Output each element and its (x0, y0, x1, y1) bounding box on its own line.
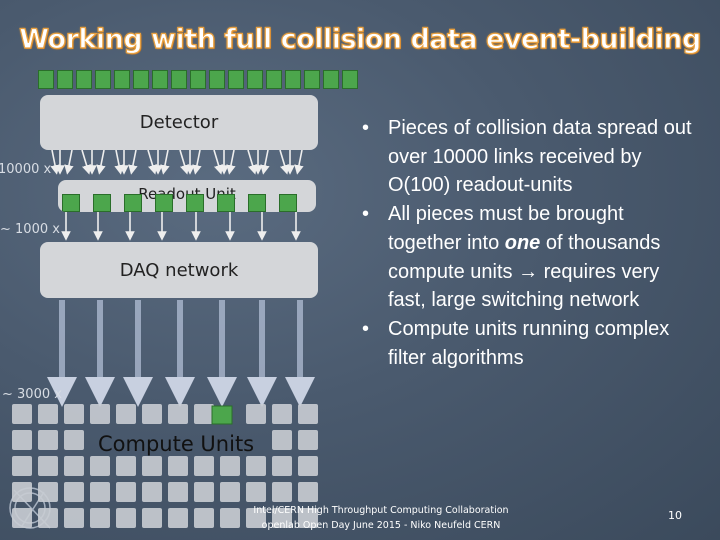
links-1000-label: ~ 1000 x (0, 222, 60, 237)
detector-box: Detector (40, 95, 318, 150)
slide-title: Working with full collision data event-b… (19, 23, 702, 55)
bullet-item: •Pieces of collision data spread out ove… (362, 117, 692, 197)
links-10000-label: 10000 x (0, 162, 52, 177)
daq-label: DAQ network (119, 260, 239, 281)
detector-label: Detector (139, 112, 219, 133)
readout-unit-box: Readout Unit (58, 180, 316, 212)
readout-unit-squares (62, 194, 297, 212)
footer: Intel/CERN High Throughput Computing Col… (236, 503, 526, 533)
footer-line-1: Intel/CERN High Throughput Computing Col… (253, 505, 509, 516)
compute-units-label: Compute Units (98, 432, 255, 456)
detector-channel-squares (38, 70, 358, 89)
page-number: 10 (668, 509, 682, 522)
daq-network-box: DAQ network (40, 242, 318, 298)
bullet-item: •Compute units running complex filter al… (362, 317, 670, 369)
links-3000-label: ~ 3000 x (2, 387, 62, 402)
highlighted-compute-unit (211, 405, 233, 425)
bullet-list: •Pieces of collision data spread out ove… (356, 114, 696, 372)
bullet-item: •All pieces must be brought together int… (362, 203, 661, 312)
footer-line-2: openlab Open Day June 2015 - Niko Neufel… (261, 520, 501, 531)
